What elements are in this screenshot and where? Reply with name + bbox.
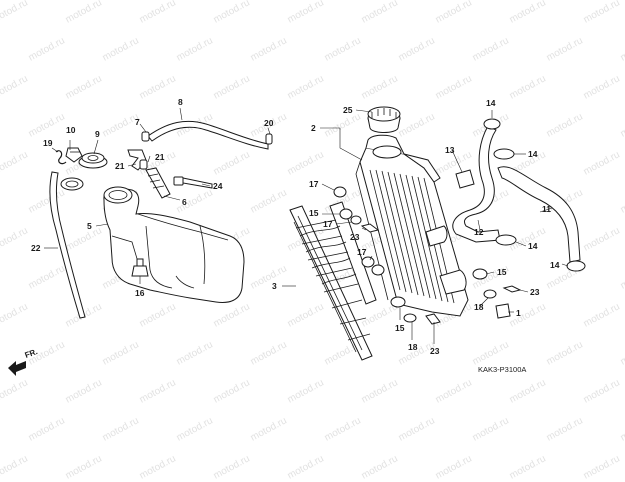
hose-band-b xyxy=(493,148,515,160)
side-clip-13 xyxy=(455,169,475,189)
callout-9: 9 xyxy=(95,129,100,139)
front-arrow-icon xyxy=(8,361,26,376)
diagram-code: KAK3-P3100A xyxy=(478,365,526,374)
tube-clip-a xyxy=(141,131,150,142)
radiator-cap xyxy=(367,106,401,133)
callout-18b: 18 xyxy=(408,342,418,352)
callout-21b: 21 xyxy=(155,152,165,162)
bolt-23a xyxy=(360,223,380,233)
collar-17d xyxy=(371,264,385,276)
callout-6: 6 xyxy=(182,197,187,207)
cap-gasket xyxy=(60,177,84,191)
clip-part xyxy=(65,147,83,163)
callout-17a: 17 xyxy=(309,179,319,189)
callout-12: 12 xyxy=(474,227,484,237)
diagram-svg: 10 9 19 22 5 7 8 21 21 20 24 6 16 25 2 3… xyxy=(8,97,586,376)
callout-23b: 23 xyxy=(530,287,540,297)
callout-13: 13 xyxy=(445,145,455,155)
grommet-15c xyxy=(390,296,406,308)
upper-hose xyxy=(497,166,581,263)
part-1-bracket xyxy=(495,303,511,319)
overflow-tube xyxy=(49,171,86,319)
callout-3: 3 xyxy=(272,281,277,291)
collar-17c xyxy=(361,256,375,268)
hose-band-d xyxy=(566,260,586,272)
callout-18a: 18 xyxy=(474,302,484,312)
bolt-23c xyxy=(425,313,441,325)
front-direction-indicator: FR. xyxy=(8,347,39,376)
callout-15a: 15 xyxy=(309,208,319,218)
callout-22: 22 xyxy=(31,243,41,253)
grommet-15b xyxy=(472,268,488,280)
lower-hose xyxy=(452,125,501,243)
callout-19: 19 xyxy=(43,138,53,148)
reservoir-cap xyxy=(78,152,108,169)
callout-17c: 17 xyxy=(357,247,367,257)
callout-15b: 15 xyxy=(497,267,507,277)
tube-clip-c xyxy=(265,133,273,145)
hose-band-c xyxy=(495,234,517,246)
siphon-tube xyxy=(147,120,269,150)
radiator-grille xyxy=(289,201,377,361)
collar-17b xyxy=(350,215,362,225)
callout-14a: 14 xyxy=(486,98,496,108)
callout-23c: 23 xyxy=(430,346,440,356)
callout-labels: 10 9 19 22 5 7 8 21 21 20 24 6 16 25 2 3… xyxy=(31,97,560,356)
callout-14b: 14 xyxy=(528,149,538,159)
bolt-23b xyxy=(502,285,522,293)
leader-lines xyxy=(44,107,569,344)
callout-5: 5 xyxy=(87,221,92,231)
collar-18a xyxy=(483,289,497,299)
mounting-collar xyxy=(145,167,171,199)
callout-16: 16 xyxy=(135,288,145,298)
radiator xyxy=(355,134,469,317)
spring-clip xyxy=(55,150,67,165)
callout-7: 7 xyxy=(135,117,140,127)
collar-18b xyxy=(403,313,417,323)
grommet-16 xyxy=(131,258,149,277)
callout-2: 2 xyxy=(311,123,316,133)
callout-21a: 21 xyxy=(115,161,125,171)
callout-1: 1 xyxy=(516,308,521,318)
collar-17a xyxy=(333,186,347,198)
bolt-24 xyxy=(173,176,213,189)
front-label: FR. xyxy=(24,347,39,360)
callout-24: 24 xyxy=(213,181,223,191)
callout-15c: 15 xyxy=(395,323,405,333)
hose-band-a xyxy=(483,118,501,130)
tube-clip-b xyxy=(139,159,148,170)
reservoir-tank xyxy=(103,186,245,303)
callout-8: 8 xyxy=(178,97,183,107)
callout-17b: 17 xyxy=(323,219,333,229)
grommet-15a xyxy=(339,208,353,220)
callout-14c: 14 xyxy=(528,241,538,251)
callout-14d: 14 xyxy=(550,260,560,270)
callout-11: 11 xyxy=(542,204,551,214)
callout-10: 10 xyxy=(66,125,76,135)
callout-20: 20 xyxy=(264,118,274,128)
callout-23a: 23 xyxy=(350,232,360,242)
callout-25: 25 xyxy=(343,105,353,115)
